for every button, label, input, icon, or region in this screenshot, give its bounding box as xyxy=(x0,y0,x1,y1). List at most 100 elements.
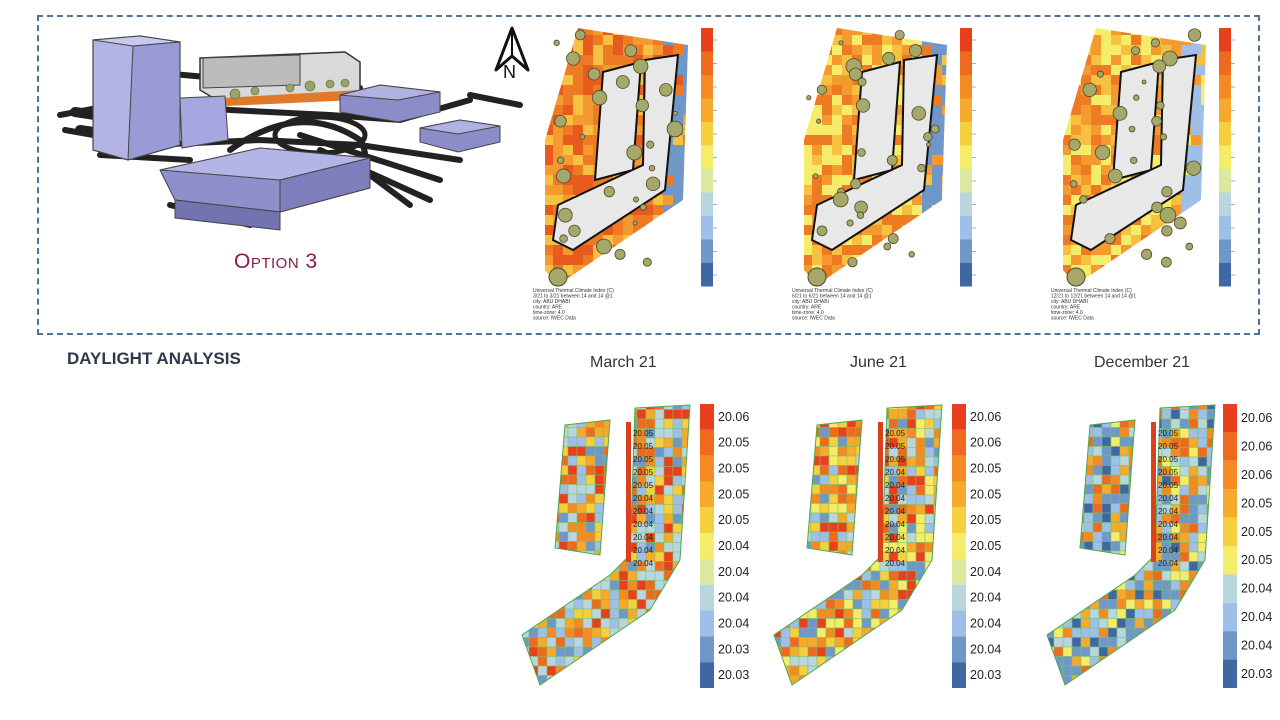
legend-value: 20.05 xyxy=(970,462,1001,476)
legend-value: 20.05 xyxy=(1241,525,1272,539)
legend-value: 20.06 xyxy=(1241,440,1272,454)
inline-value-label: 20.04 xyxy=(1158,494,1179,503)
legend-swatch xyxy=(1223,432,1237,461)
legend-value: 20.04 xyxy=(1241,638,1272,652)
daylight-map-december: 20.05 20.05 20.05 20.05 20.05 20.04 20.04 20.04… xyxy=(1046,404,1272,688)
legend-swatch xyxy=(952,455,966,482)
legend-value: 20.06 xyxy=(1241,468,1272,482)
utci-caption-line: source: IWEC Data xyxy=(792,316,835,322)
inline-value-label: 20.05 xyxy=(633,442,654,451)
utci-caption-line: city: ABU DHABI xyxy=(533,299,570,305)
legend-swatch xyxy=(952,507,966,534)
legend-swatch xyxy=(1223,517,1237,546)
legend-value: 20.04 xyxy=(970,642,1001,656)
inline-value-label: 20.05 xyxy=(885,442,906,451)
utci-caption-line: 12/21 to 12/21 between 14 and 14 @1 xyxy=(1051,294,1136,300)
legend-swatch xyxy=(1223,659,1237,688)
legend-swatch xyxy=(1223,489,1237,518)
legend-swatch xyxy=(700,533,714,559)
inline-value-label: 20.04 xyxy=(885,507,906,516)
inline-value-label: 20.04 xyxy=(885,533,906,542)
legend-value: 20.04 xyxy=(970,616,1001,630)
inline-value-label: 20.05 xyxy=(1158,481,1179,490)
utci-caption-line: Universal Thermal Climate Index (C) xyxy=(792,288,873,294)
month-label-december: December 21 xyxy=(1094,354,1191,371)
legend-swatch xyxy=(952,662,966,688)
inline-value-label: 20.05 xyxy=(885,455,906,464)
utci-caption-line: Universal Thermal Climate Index (C) xyxy=(1051,288,1132,294)
inline-value-label: 20.04 xyxy=(885,520,906,529)
utci-caption-line: source: IWEC Data xyxy=(533,316,576,322)
legend-value: 20.04 xyxy=(718,616,749,630)
legend-swatch xyxy=(700,610,714,637)
legend-value: 20.04 xyxy=(718,539,749,553)
section-title: DAYLIGHT ANALYSIS xyxy=(67,349,241,368)
legend-value: 20.05 xyxy=(970,487,1001,501)
north-label: N xyxy=(503,62,516,82)
utci-map-march: Universal Thermal Climate Index (C)3/21 … xyxy=(533,28,717,322)
month-label-march: March 21 xyxy=(590,354,657,371)
legend-value: 20.03 xyxy=(1241,667,1272,681)
daylight-map-june: 20.05 20.05 20.05 20.04 20.04 20.04 20.04 20.04… xyxy=(773,404,1001,688)
utci-caption-line: time-zone: 4.0 xyxy=(533,310,565,316)
legend-swatch xyxy=(1223,574,1237,603)
utci-caption-line: 6/21 to 6/21 between 14 and 14 @1 xyxy=(792,294,872,300)
legend-value: 20.03 xyxy=(718,668,749,682)
inline-value-label: 20.04 xyxy=(885,559,906,568)
utci-caption-line: Universal Thermal Climate Index (C) xyxy=(533,288,614,294)
legend-value: 20.05 xyxy=(718,513,749,527)
utci-caption-line: city: ABU DHABI xyxy=(792,299,829,305)
legend-swatch xyxy=(952,558,966,585)
inline-value-label: 20.04 xyxy=(1158,507,1179,516)
legend-swatch xyxy=(700,584,714,611)
legend-swatch xyxy=(700,636,714,663)
inline-value-label: 20.05 xyxy=(885,429,906,438)
inline-value-label: 20.05 xyxy=(1158,429,1179,438)
utci-caption-line: city: ABU DHABI xyxy=(1051,299,1088,305)
legend-swatch xyxy=(952,533,966,559)
legend-swatch xyxy=(1223,546,1237,575)
legend-value: 20.05 xyxy=(970,539,1001,553)
legend-value: 20.05 xyxy=(1241,553,1272,567)
legend-swatch xyxy=(952,584,966,611)
legend-swatch xyxy=(700,455,714,482)
inline-value-label: 20.04 xyxy=(633,494,654,503)
inline-value-label: 20.04 xyxy=(633,533,654,542)
inline-value-label: 20.04 xyxy=(885,481,906,490)
legend-swatch xyxy=(700,404,714,430)
inline-value-label: 20.05 xyxy=(633,468,654,477)
legend-swatch xyxy=(1223,460,1237,490)
legend-value: 20.06 xyxy=(718,410,749,424)
legend-swatch xyxy=(1223,602,1237,632)
inline-value-label: 20.04 xyxy=(885,494,906,503)
utci-caption-line: source: IWEC Data xyxy=(1051,316,1094,322)
inline-value-label: 20.04 xyxy=(1158,520,1179,529)
legend-swatch xyxy=(952,610,966,637)
daylight-map-march: 20.05 20.05 20.05 20.05 20.05 20.04 20.04 20.04… xyxy=(521,404,749,688)
legend-value: 20.05 xyxy=(1241,496,1272,510)
inline-value-label: 20.04 xyxy=(885,546,906,555)
legend-swatch xyxy=(952,404,966,430)
massing-model xyxy=(57,35,523,231)
option-label: Option 3 xyxy=(234,250,318,273)
legend-value: 20.05 xyxy=(970,513,1001,527)
legend-swatch xyxy=(952,429,966,456)
legend-value: 20.04 xyxy=(718,591,749,605)
legend-swatch xyxy=(700,662,714,688)
inline-value-label: 20.04 xyxy=(1158,546,1179,555)
legend-value: 20.04 xyxy=(970,591,1001,605)
inline-value-label: 20.05 xyxy=(633,455,654,464)
inline-value-label: 20.05 xyxy=(1158,455,1179,464)
legend-swatch xyxy=(700,507,714,534)
legend-swatch xyxy=(1223,631,1237,660)
legend-swatch xyxy=(1223,404,1237,433)
utci-caption-line: country: ARE xyxy=(792,305,822,311)
inline-value-label: 20.04 xyxy=(885,468,906,477)
inline-value-label: 20.04 xyxy=(633,507,654,516)
utci-caption-line: country: ARE xyxy=(1051,305,1081,311)
inline-value-label: 20.04 xyxy=(1158,533,1179,542)
legend-swatch xyxy=(700,481,714,508)
legend-value: 20.03 xyxy=(718,642,749,656)
legend-value: 20.05 xyxy=(718,436,749,450)
